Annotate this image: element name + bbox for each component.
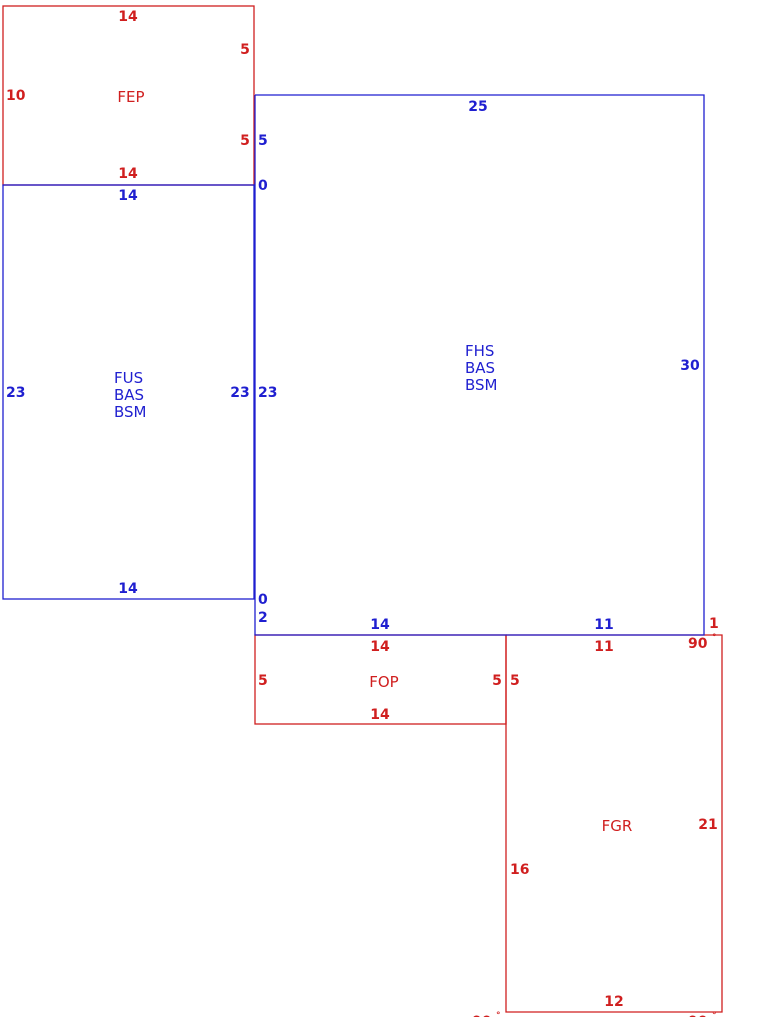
- dim-fus-top: 14: [118, 188, 138, 204]
- dim-fep-right-upper: 5: [240, 42, 250, 58]
- dim-fhs-corner: 1: [709, 616, 719, 632]
- dim-fus-right: 23: [230, 385, 249, 401]
- dimension-labels-blue: 14 23 23 14 25 5 0 23 0 2 30 14 11: [6, 99, 700, 633]
- dim-fgr-right: 21: [698, 817, 717, 833]
- angle-fgr-bottom-right: 90: [688, 1014, 708, 1017]
- fus-outline: [2, 184, 255, 600]
- dim-fgr-left: 16: [510, 862, 529, 878]
- angle-fgr-bottom-left: 90: [472, 1014, 492, 1017]
- area-label-fgr: FGR: [602, 817, 633, 835]
- dim-fhs-right: 30: [680, 358, 700, 374]
- dim-fhs-left: 23: [258, 385, 277, 401]
- dim-fep-right-lower: 5: [240, 133, 250, 149]
- dim-fep-top: 14: [118, 9, 138, 25]
- dim-fop-left: 5: [258, 673, 268, 689]
- dim-fhs-left-zero-top: 0: [258, 178, 268, 194]
- dim-fhs-bottom-right: 11: [594, 617, 613, 633]
- dim-fop-top: 14: [370, 639, 390, 655]
- dim-fep-bottom: 14: [118, 166, 138, 182]
- dim-fhs-top: 25: [468, 99, 487, 115]
- area-label-fop: FOP: [369, 673, 398, 691]
- red-outline-group: [2, 5, 723, 1013]
- dim-fgr-left-upper: 5: [510, 673, 520, 689]
- angle-mark-bottom-right: °: [712, 1011, 717, 1017]
- blue-outline-group: [2, 94, 705, 636]
- dim-fus-left: 23: [6, 385, 25, 401]
- dim-fop-bottom: 14: [370, 707, 390, 723]
- angle-mark-bottom-left: °: [496, 1011, 501, 1017]
- angle-mark-top: °: [712, 633, 717, 643]
- dim-fgr-bottom: 12: [604, 994, 623, 1010]
- dim-fep-left: 10: [6, 88, 26, 104]
- angle-fgr-top: 90: [688, 636, 708, 652]
- dimension-labels-red: 14 10 5 5 14 14 5 5 14 11 5 16 21 12 1 9…: [6, 9, 719, 1017]
- dim-fhs-bottom-left: 14: [370, 617, 390, 633]
- dim-fop-right: 5: [492, 673, 502, 689]
- area-label-fep: FEP: [117, 88, 144, 106]
- fhs-outline: [254, 94, 705, 636]
- dim-fus-bottom: 14: [118, 581, 138, 597]
- dim-fhs-left-upper: 5: [258, 133, 268, 149]
- dim-fhs-left-zero-bottom: 0: [258, 592, 268, 608]
- dim-fgr-top: 11: [594, 639, 613, 655]
- dim-fhs-left-lower: 2: [258, 610, 268, 626]
